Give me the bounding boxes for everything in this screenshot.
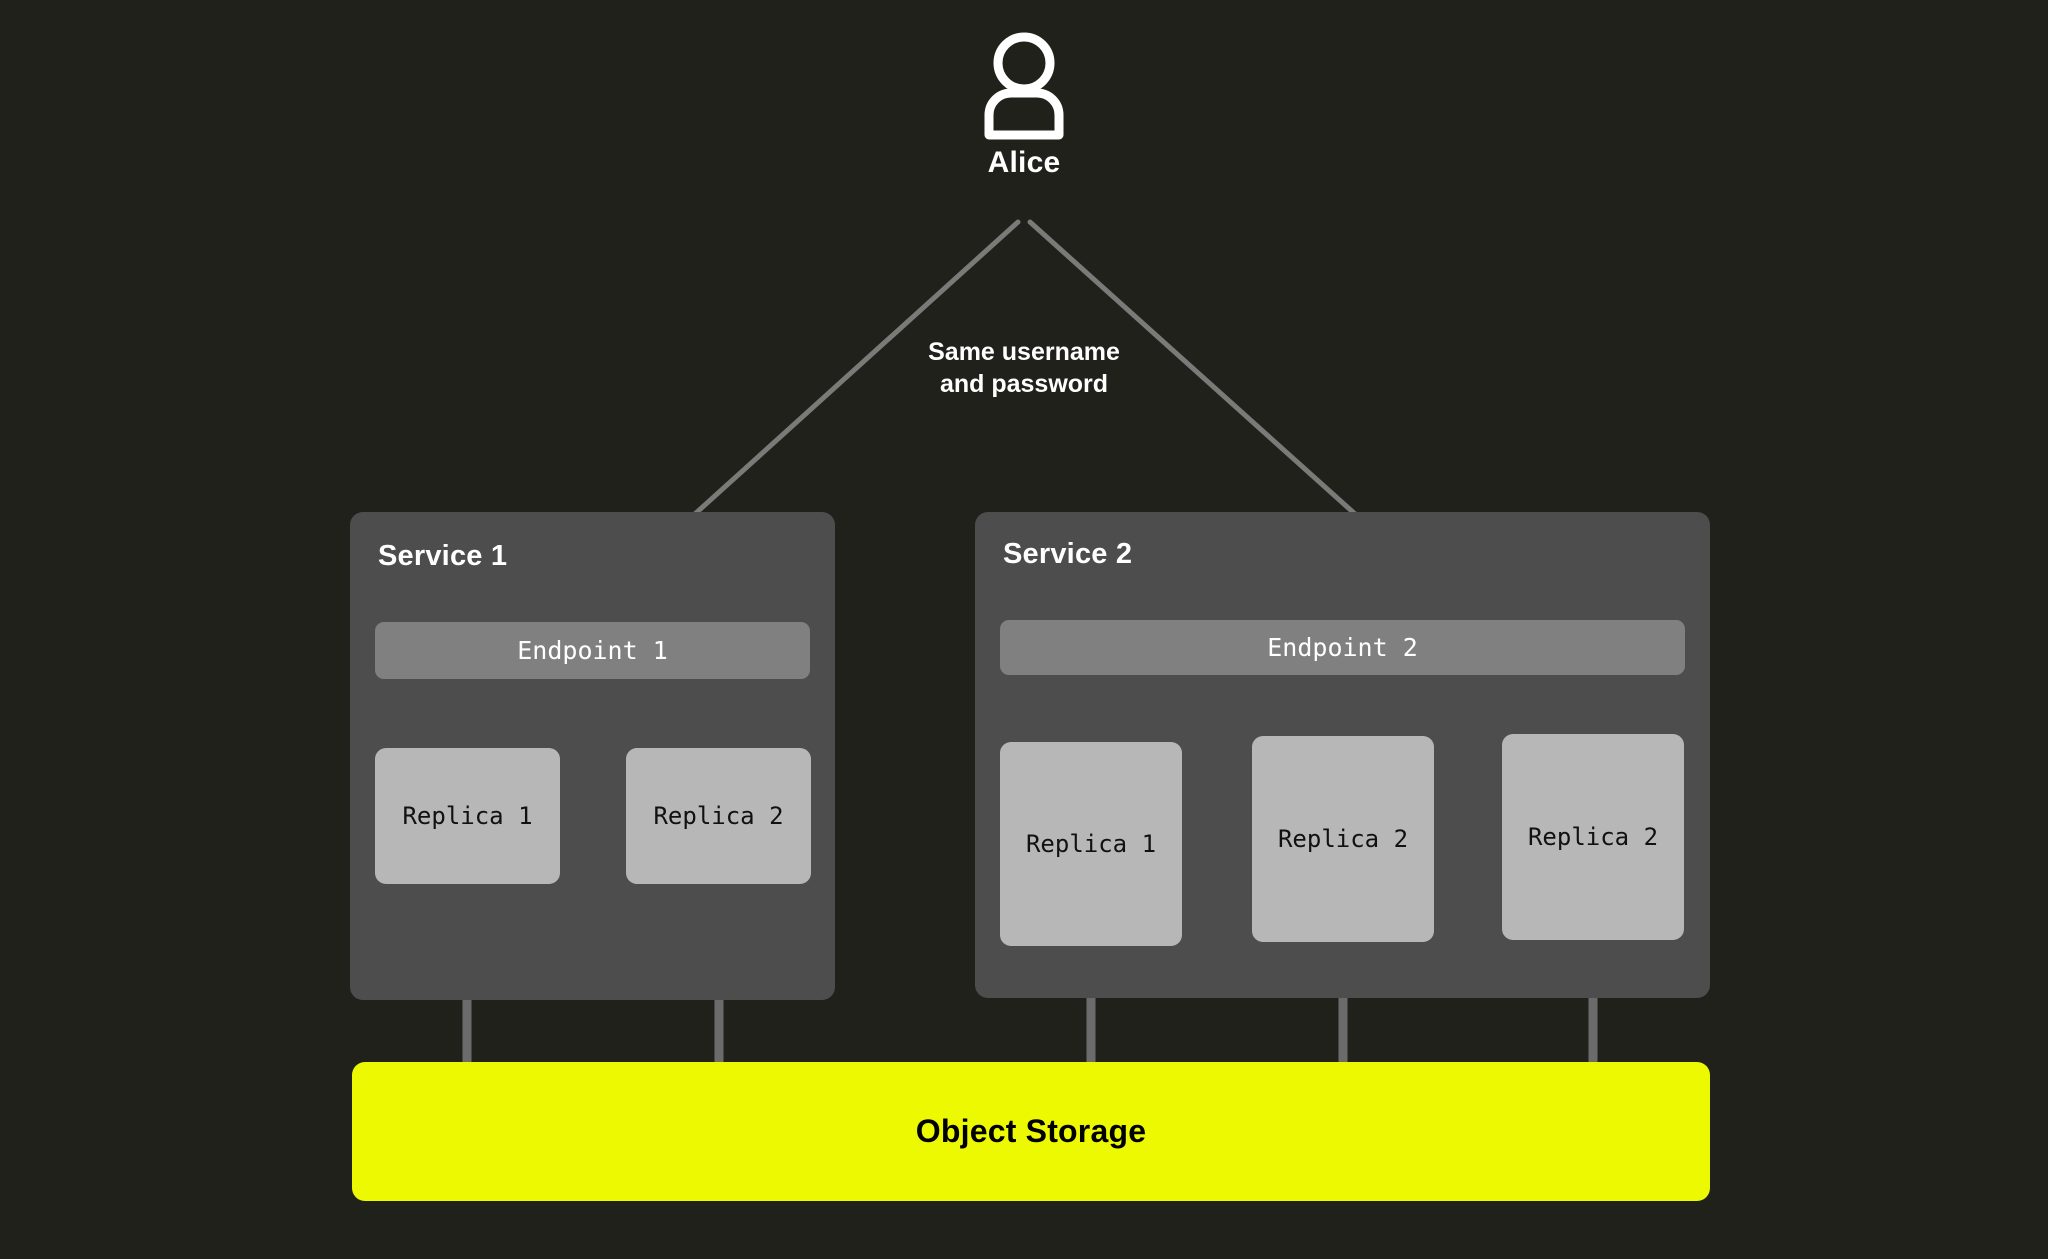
object-storage-label: Object Storage (915, 1113, 1147, 1149)
actor-alice: Alice (924, 30, 1124, 180)
replica-1-2[interactable]: Replica 2 (626, 748, 811, 884)
flow-caption: Same username and password (844, 336, 1204, 400)
service-panel-2[interactable]: Service 2 Endpoint 2 Replica 1 Replica 2… (975, 512, 1710, 998)
replica-2-3[interactable]: Replica 2 (1502, 734, 1684, 940)
flow-caption-line1: Same username (928, 338, 1120, 366)
object-storage-bar[interactable]: Object Storage (352, 1062, 1710, 1201)
actor-name: Alice (987, 146, 1061, 179)
endpoint-2[interactable]: Endpoint 2 (1000, 620, 1685, 675)
service-title-2: Service 2 (1003, 538, 1133, 570)
flow-caption-line2: and password (939, 370, 1109, 398)
replica-2-1[interactable]: Replica 1 (1000, 742, 1182, 946)
user-icon (984, 32, 1064, 140)
endpoint-1[interactable]: Endpoint 1 (375, 622, 810, 679)
service-title-1: Service 1 (378, 540, 508, 572)
replica-1-1[interactable]: Replica 1 (375, 748, 560, 884)
replica-2-2[interactable]: Replica 2 (1252, 736, 1434, 942)
service-panel-1[interactable]: Service 1 Endpoint 1 Replica 1 Replica 2 (350, 512, 835, 1000)
